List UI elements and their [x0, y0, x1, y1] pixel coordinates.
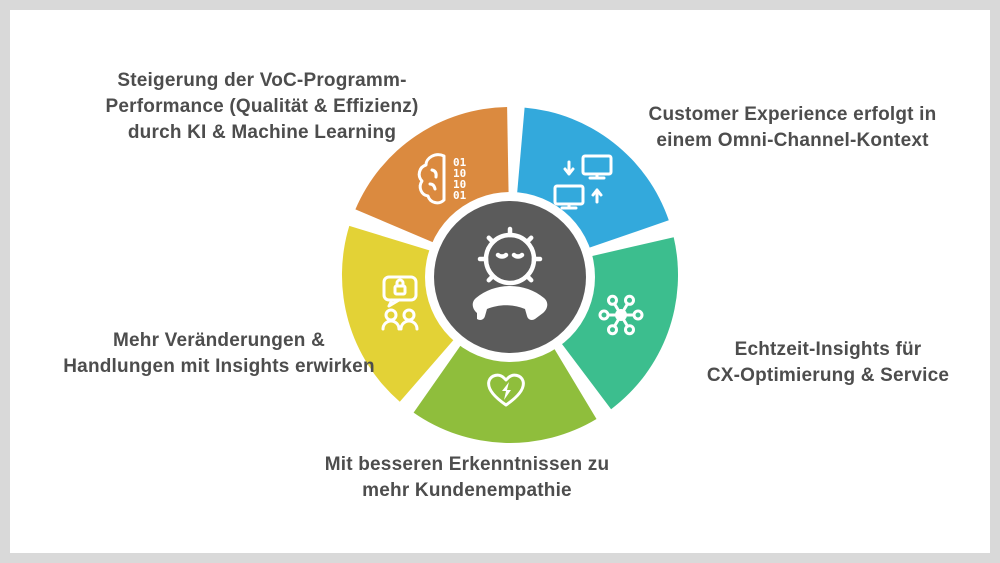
customer-service-icon: [472, 226, 548, 320]
center-hub: [434, 201, 586, 353]
label-omni-channel: Customer Experience erfolgt in einem Omn…: [648, 104, 937, 152]
omni-channel-devices-icon: [553, 154, 613, 210]
label-insights-erwirken: Mehr Veränderungen & Handlungen mit Insi…: [63, 330, 375, 378]
label-kundenempathie: Mit besseren Erkenntnissen zu mehr Kunde…: [324, 454, 610, 502]
svg-text:01: 01: [453, 156, 467, 169]
svg-text:10: 10: [453, 167, 466, 180]
label-echtzeit-insights: Echtzeit-Insights für CX-Optimierung & S…: [706, 339, 950, 387]
network-share-icon: [598, 294, 644, 336]
svg-text:01: 01: [453, 189, 467, 202]
label-voc-performance: Steigerung der VoC-Programm- Performance…: [105, 70, 419, 144]
heart-bolt-icon: [487, 373, 525, 407]
svg-text:10: 10: [453, 178, 466, 191]
ai-brain-binary-icon: 01 10 10 01: [417, 153, 467, 205]
people-lock-bubble-icon: [381, 275, 419, 331]
